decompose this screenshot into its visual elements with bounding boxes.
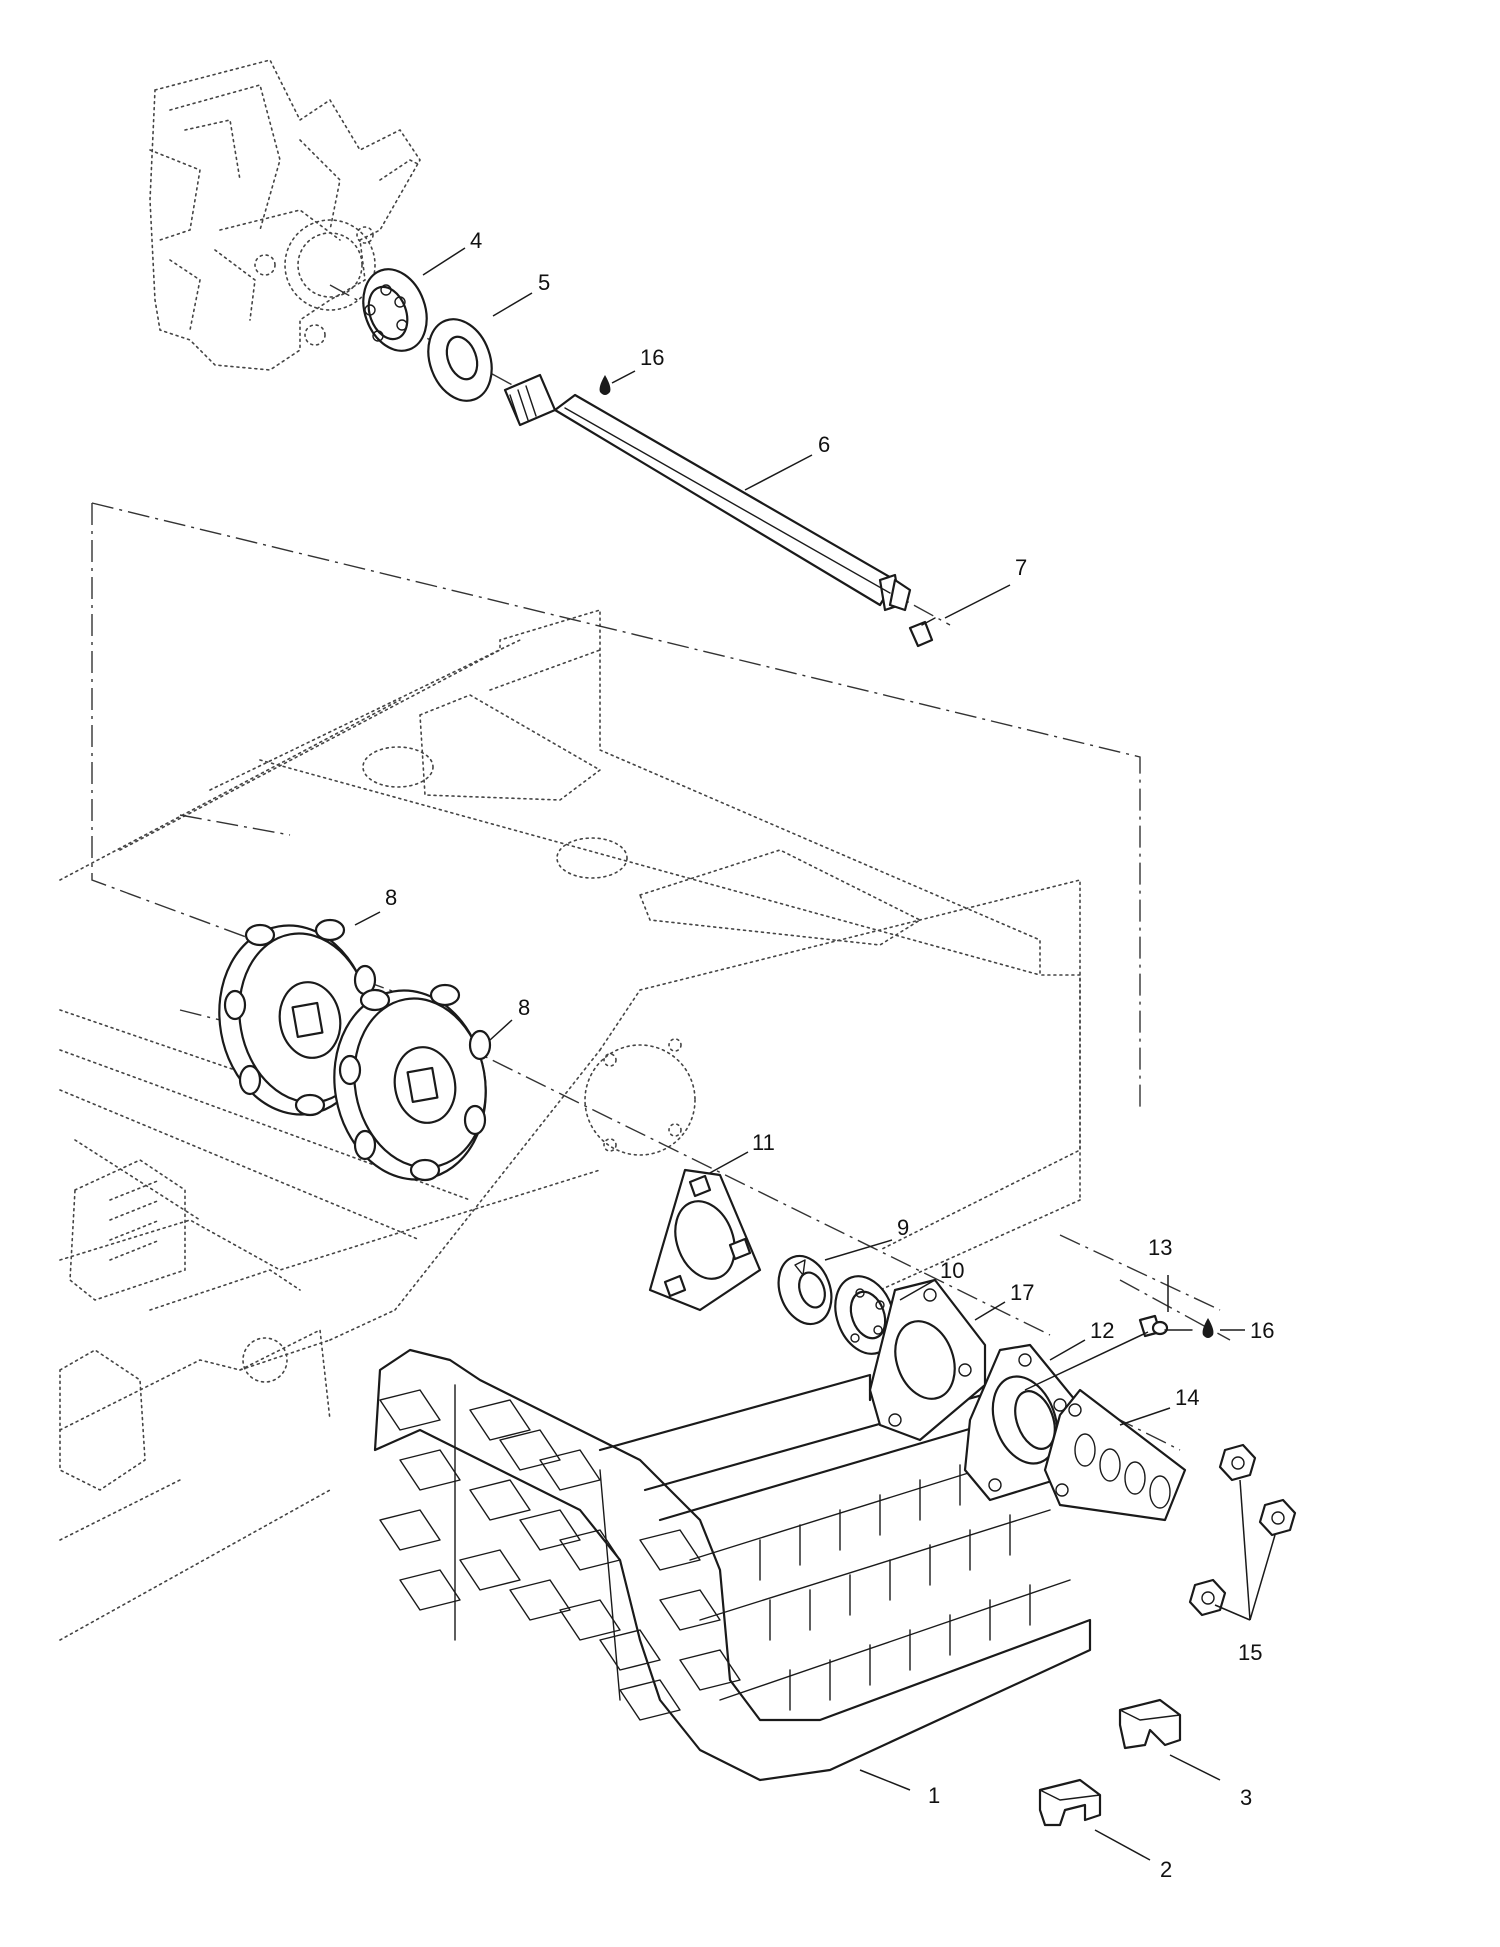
bearing-flange-inner — [648, 1168, 762, 1312]
callout-8-left: 8 — [385, 885, 397, 910]
flange-gasket — [868, 1278, 987, 1442]
callout-10: 10 — [940, 1258, 964, 1283]
track-lugs — [379, 1389, 741, 1721]
mounting-bracket — [1043, 1388, 1187, 1522]
washer-upper — [427, 318, 493, 402]
bearing-lower — [834, 1275, 896, 1355]
drive-sprocket-right — [333, 983, 492, 1182]
grease-icon — [599, 375, 611, 395]
callout-17: 17 — [1010, 1280, 1034, 1305]
grease-fitting — [1138, 1314, 1193, 1338]
lock-collar — [777, 1254, 833, 1326]
drive-axle — [503, 373, 912, 612]
bearing-housing — [963, 1343, 1077, 1502]
bearing-upper — [362, 268, 428, 352]
track — [373, 1348, 1092, 1782]
callout-11: 11 — [752, 1130, 775, 1155]
nuts — [1188, 1443, 1297, 1617]
callout-12: 12 — [1090, 1318, 1114, 1343]
leader-lines — [354, 247, 1276, 1861]
callout-16-upper: 16 — [640, 345, 664, 370]
track-clip-2 — [1038, 1778, 1102, 1827]
track-clip-3 — [1118, 1698, 1182, 1750]
chaincase-housing — [149, 59, 421, 371]
tunnel-frame — [59, 608, 1081, 1641]
callout-9: 9 — [897, 1215, 909, 1240]
callout-6: 6 — [818, 432, 830, 457]
callout-14: 14 — [1175, 1385, 1199, 1410]
callout-4: 4 — [470, 228, 482, 253]
retaining-clip — [908, 617, 936, 648]
callout-13: 13 — [1148, 1235, 1172, 1260]
callout-15: 15 — [1238, 1640, 1262, 1665]
callout-2: 2 — [1160, 1857, 1172, 1882]
callout-16-lower: 16 — [1250, 1318, 1274, 1343]
callout-5: 5 — [538, 270, 550, 295]
callout-3: 3 — [1240, 1785, 1252, 1810]
grease-icon — [1202, 1318, 1214, 1338]
callout-7: 7 — [1015, 555, 1027, 580]
callout-1: 1 — [928, 1783, 940, 1808]
callout-8-right: 8 — [518, 995, 530, 1020]
callouts: 4 5 16 6 7 8 8 11 9 10 17 12 13 16 14 15… — [385, 228, 1274, 1882]
